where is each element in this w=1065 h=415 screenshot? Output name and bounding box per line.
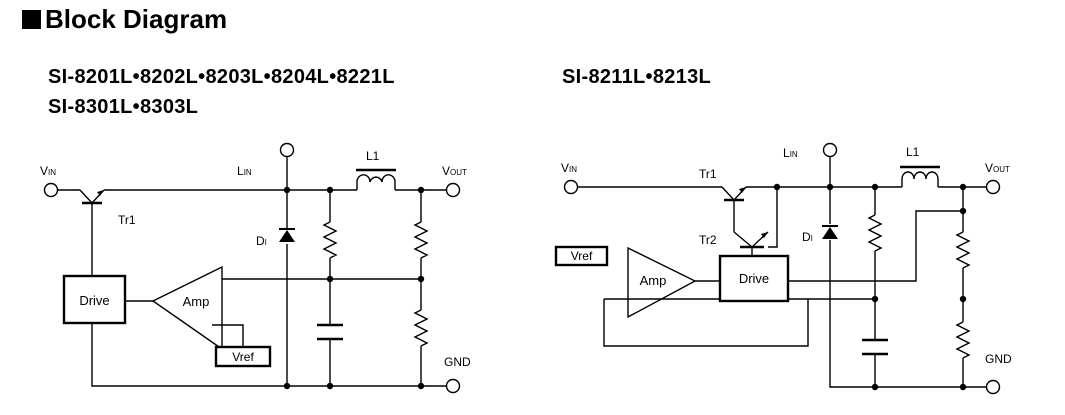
right-vref-label: Vref [571, 249, 593, 263]
title-bullet-icon [22, 10, 41, 29]
left-drive-block [62, 274, 127, 325]
left-lin-label: LIN [237, 164, 252, 178]
right-circuit: Vref Amp Drive VIN LIN VOUT L1 Tr1 Tr2 D… [554, 142, 1012, 395]
left-amp-label: Amp [183, 294, 210, 309]
right-drive-block [718, 254, 790, 303]
left-di-label: DI [256, 234, 267, 248]
vin-terminal-icon [43, 182, 59, 198]
right-lin-label: LIN [783, 146, 798, 160]
right-vin-label: VIN [561, 161, 577, 175]
resistor-upper-right-icon [413, 221, 429, 259]
page-title: Block Diagram [22, 4, 227, 35]
right-l1-label: L1 [906, 145, 920, 159]
left-circuit: Drive Amp Vref VIN LIN VOUT L1 Tr1 DI GN… [40, 142, 471, 394]
right-amp-label: Amp [640, 273, 667, 288]
vin-terminal-icon [563, 179, 579, 195]
left-junctions [283, 186, 425, 390]
resistor-mid-icon [867, 214, 883, 252]
right-heading: SI-8211L•8213L [562, 66, 712, 88]
right-junctions [773, 183, 967, 391]
tr1-transistor-icon [79, 189, 105, 205]
resistor-upper-mid-icon [322, 221, 338, 259]
left-amp-triangle [151, 265, 223, 351]
gnd-terminal-icon [985, 379, 1001, 395]
resistor-lower-right-icon [955, 321, 971, 359]
vout-terminal-icon [445, 182, 461, 198]
gnd-terminal-icon [445, 378, 461, 394]
l1-inductor-icon [901, 171, 939, 187]
left-l1-label: L1 [366, 149, 380, 163]
left-heading-line2: SI-8301L•8303L [48, 96, 199, 118]
left-vref-label: Vref [232, 350, 254, 364]
tr1-transistor-icon [721, 186, 747, 202]
capacitor-icon [862, 338, 888, 356]
right-vout-label: VOUT [985, 161, 1010, 175]
right-vref-block [554, 245, 609, 267]
resistor-upper-right-icon [955, 231, 971, 269]
left-gnd-label: GND [444, 355, 471, 369]
lin-terminal-icon [822, 142, 838, 158]
left-heading-line1: SI-8201L•8202L•8203L•8204L•8221L [48, 66, 395, 88]
resistor-lower-right-icon [413, 309, 429, 347]
right-gnd-label: GND [985, 352, 1012, 366]
tr2-transistor-icon [733, 231, 769, 249]
left-vout-label: VOUT [442, 164, 467, 178]
right-tr1-label: Tr1 [699, 167, 717, 181]
right-drive-label: Drive [739, 271, 769, 286]
right-tr2-label: Tr2 [699, 233, 717, 247]
capacitor-icon [317, 323, 343, 341]
title-text: Block Diagram [45, 4, 228, 34]
vout-terminal-icon [985, 179, 1001, 195]
di-diode-icon [279, 228, 295, 242]
left-drive-label: Drive [79, 293, 109, 308]
left-tr1-label: Tr1 [118, 213, 136, 227]
right-amp-triangle [627, 246, 697, 319]
left-vref-block [214, 345, 272, 368]
di-diode-icon [822, 225, 838, 239]
left-vin-label: VIN [40, 164, 56, 178]
right-di-label: DI [802, 230, 813, 244]
l1-inductor-icon [356, 174, 396, 190]
lin-terminal-icon [279, 142, 295, 158]
